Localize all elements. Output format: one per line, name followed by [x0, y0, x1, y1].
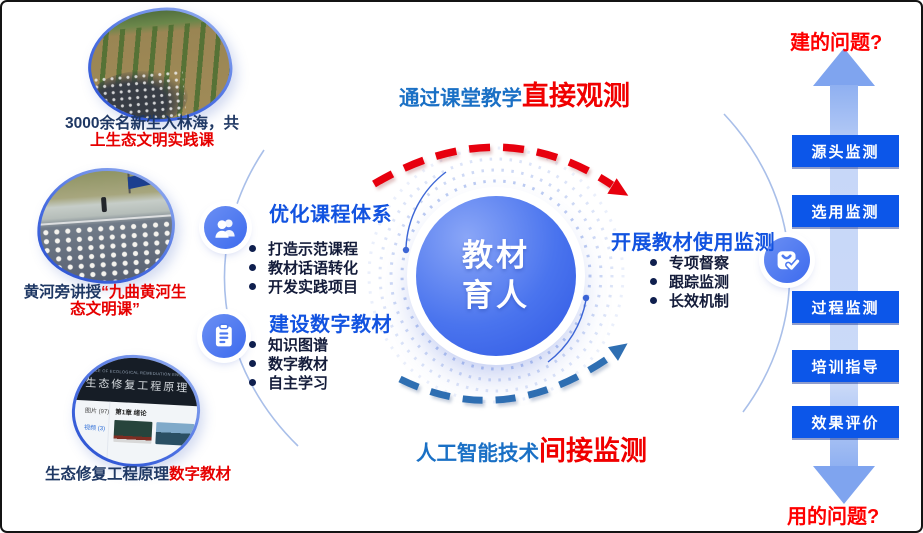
caption-text-highlight: “九曲黄河生: [101, 284, 187, 301]
list-item: 专项督察: [650, 253, 729, 272]
list-item: 教材话语转化: [249, 258, 358, 277]
users-icon: [215, 219, 235, 238]
deco-arc: [547, 299, 587, 363]
deco-dot: [582, 294, 590, 302]
blue-arrowhead-icon: [608, 343, 628, 361]
deco-dot: [402, 246, 410, 254]
photo-lecturer: [101, 197, 108, 213]
bullet-dot: [249, 360, 256, 367]
bullet-dot: [650, 278, 657, 285]
flow-box-training-guidance: 培训指导: [792, 350, 899, 382]
bullet-dot: [650, 297, 657, 304]
users-node: [204, 206, 247, 249]
photo-digital-textbook-image: PRINCIPLE OF ECOLOGICAL REMEDIATION ENGI…: [72, 354, 200, 468]
caption-yellow-river: 黄河旁讲授“九曲黄河生 态文明课”: [15, 284, 195, 318]
photo-flag: [127, 171, 156, 189]
left-orbit-arc: [223, 149, 299, 447]
flow-box-effect-evaluation: 效果评价: [792, 406, 899, 438]
center-circle-textbook-education: 教材 育人: [416, 196, 576, 356]
question-build: 建的问题?: [790, 32, 883, 54]
list-optimize-curriculum: 打造示范课程 教材话语转化 开发实践项目: [249, 239, 358, 296]
bullet-dot: [249, 245, 256, 252]
list-item-label: 专项督察: [669, 255, 730, 272]
center-circle-line2: 育人: [462, 278, 530, 313]
list-item-label: 跟踪监测: [669, 274, 730, 291]
caption-text-highlight: 态文明课”: [70, 301, 140, 318]
video-thumbnail: [155, 421, 195, 446]
textbook-sidebar: 图片 (97) 视频 (3): [72, 399, 111, 463]
bag-check-node: [764, 237, 810, 283]
bullet-dot: [249, 379, 256, 386]
list-usage-monitoring: 专项督察 跟踪监测 长效机制: [650, 253, 729, 310]
textbook-video-thumbnails: [113, 419, 195, 446]
textbook-tab-images: 图片 (97): [84, 407, 110, 416]
flow-arrowhead-up-icon: [813, 48, 875, 86]
caption-text: 3000余名新生入林海，共: [65, 115, 239, 132]
caption-text: 黄河旁讲授: [23, 284, 102, 301]
bullet-dot: [249, 283, 256, 290]
red-dashed-arrow: [372, 143, 615, 189]
list-item: 跟踪监测: [650, 272, 729, 291]
caption-digital-textbook: 生态修复工程原理数字教材: [38, 466, 238, 483]
textbook-body: 图片 (97) 视频 (3) 第1章 绪论: [72, 399, 197, 467]
bullet-dot: [249, 264, 256, 271]
group-title-digital-textbook: 建设数字教材: [269, 314, 392, 336]
caption-forest: 3000余名新生入林海，共 上生态文明实践课: [57, 115, 247, 149]
label-red-part: 直接观测: [522, 81, 630, 111]
list-item: 长效机制: [650, 291, 729, 310]
list-item-label: 自主学习: [268, 375, 329, 392]
center-circle-line1: 教材: [462, 238, 530, 273]
flow-arrowhead-down-icon: [813, 466, 875, 504]
textbook-tab-videos: 视频 (3): [83, 424, 106, 432]
dotted-ring: [378, 157, 614, 393]
bullet-dot: [249, 341, 256, 348]
list-item-label: 教材话语转化: [268, 260, 359, 277]
question-use: 用的问题?: [787, 506, 880, 528]
caption-text: 生态修复工程原理: [44, 466, 169, 483]
caption-text-highlight: 数字教材: [169, 466, 232, 483]
dotted-ring: [389, 168, 603, 382]
list-item: 开发实践项目: [249, 277, 358, 296]
photo-straw-hats: [40, 219, 176, 286]
list-item-label: 长效机制: [669, 293, 730, 310]
video-thumbnail: [113, 419, 153, 444]
photo-digital-textbook: PRINCIPLE OF ECOLOGICAL REMEDIATION ENGI…: [69, 351, 203, 471]
flow-box-selection-monitoring: 选用监测: [792, 195, 899, 227]
blue-dashed-arrow: [398, 356, 609, 404]
textbook-header: PRINCIPLE OF ECOLOGICAL REMEDIATION ENGI…: [75, 354, 200, 406]
clipboard-node: [202, 314, 246, 358]
list-item: 打造示范课程: [249, 239, 358, 258]
list-item-label: 数字教材: [268, 356, 329, 373]
label-direct-observation: 通过课堂教学 直接观测: [399, 74, 630, 113]
red-arrowhead-icon: [607, 178, 629, 196]
caption-text-highlight: 上生态文明实践课: [89, 132, 214, 149]
list-item-label: 知识图谱: [268, 337, 329, 354]
flow-box-source-monitoring: 源头监测: [792, 135, 899, 167]
dotted-ring: [400, 179, 592, 371]
list-item-label: 打造示范课程: [268, 241, 359, 258]
group-title-optimize-curriculum: 优化课程体系: [269, 204, 392, 226]
list-digital-textbook: 知识图谱 数字教材 自主学习: [249, 335, 328, 392]
label-indirect-monitoring: 人工智能技术 间接监测: [416, 429, 647, 468]
list-item: 自主学习: [249, 373, 328, 392]
list-item: 数字教材: [249, 354, 328, 373]
textbook-main: 第1章 绪论: [108, 401, 200, 467]
bullet-dot: [650, 259, 657, 266]
list-item: 知识图谱: [249, 335, 328, 354]
group-title-usage-monitoring: 开展教材使用监测: [611, 232, 775, 254]
bag-check-icon: [778, 251, 802, 272]
flow-box-process-monitoring: 过程监测: [792, 291, 899, 323]
label-blue-part: 人工智能技术: [416, 442, 539, 465]
clipboard-icon: [216, 323, 232, 347]
label-blue-part: 通过课堂教学: [399, 87, 522, 110]
dotted-ring: [367, 146, 625, 404]
textbook-chapter-title: 第1章 绪论: [115, 408, 147, 418]
deco-arc: [405, 171, 447, 249]
list-item-label: 开发实践项目: [268, 279, 359, 296]
label-red-part: 间接监测: [539, 436, 647, 466]
